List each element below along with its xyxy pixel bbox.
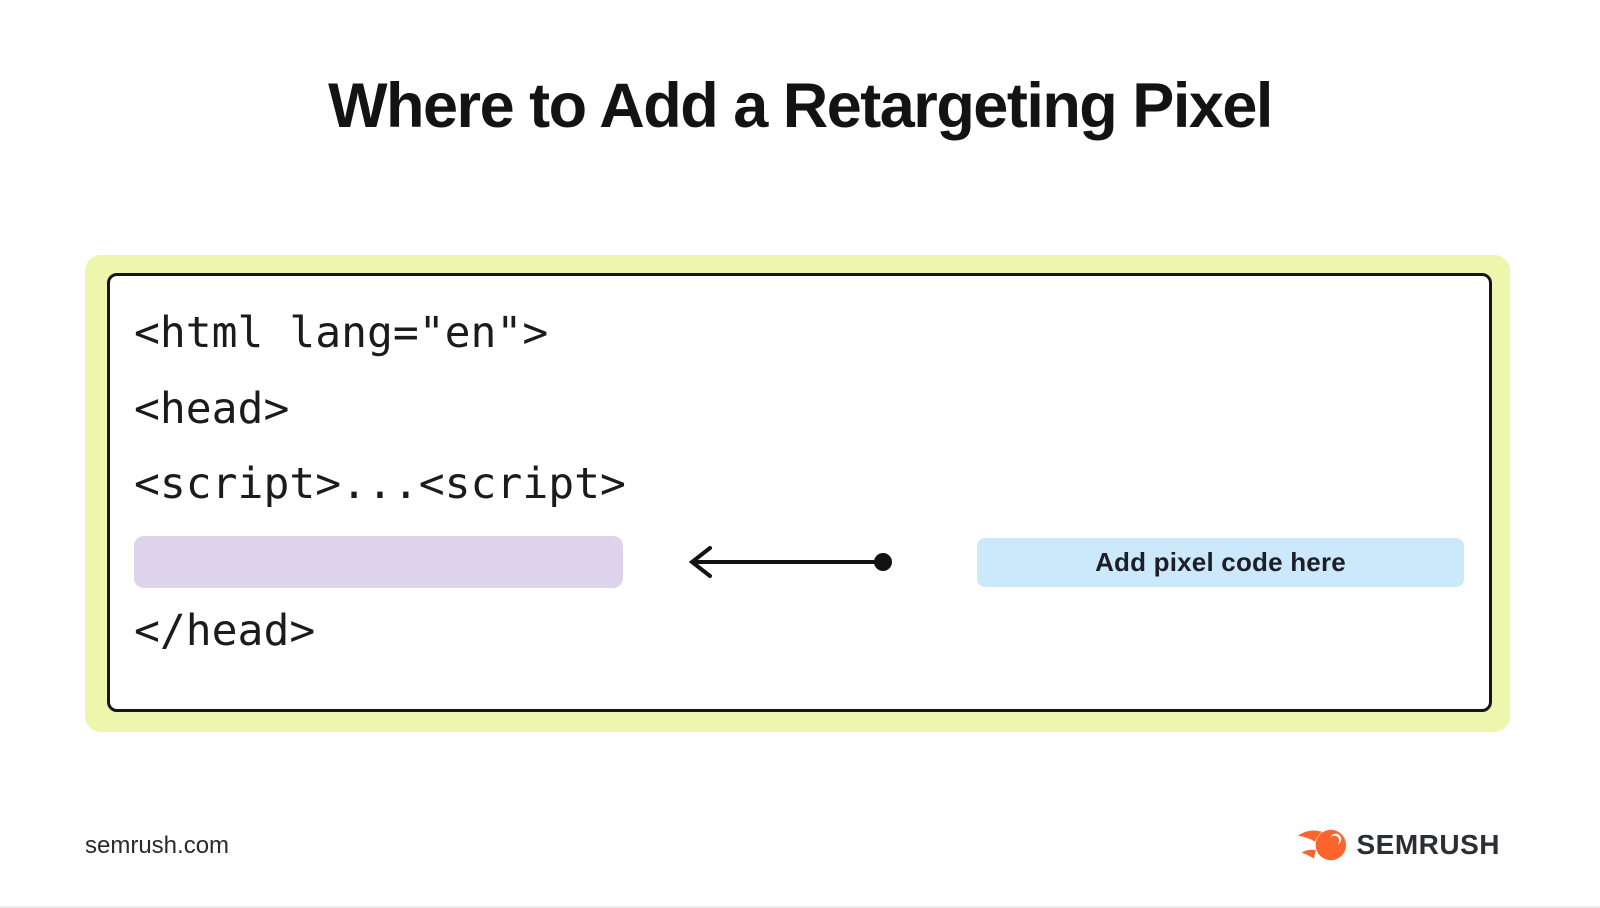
code-line-html-open: <html lang="en"> xyxy=(134,308,549,358)
pixel-code-placeholder xyxy=(134,536,623,588)
code-snippet-box: <html lang="en"> <head> <script>...<scri… xyxy=(107,273,1492,712)
highlight-frame: <html lang="en"> <head> <script>...<scri… xyxy=(85,255,1510,732)
page-title: Where to Add a Retargeting Pixel xyxy=(328,71,1273,141)
pixel-callout-label: Add pixel code here xyxy=(977,538,1464,587)
code-line-script: <script>...<script> xyxy=(134,459,626,509)
semrush-wordmark: SEMRUSH xyxy=(1356,829,1500,860)
semrush-logo: SEMRUSH xyxy=(1298,828,1500,862)
code-line-head-close: </head> xyxy=(134,606,316,656)
code-line-head-open: <head> xyxy=(134,384,290,434)
semrush-flame-icon xyxy=(1298,828,1347,862)
arrow-left-icon xyxy=(683,544,895,580)
website-url: semrush.com xyxy=(85,832,230,859)
